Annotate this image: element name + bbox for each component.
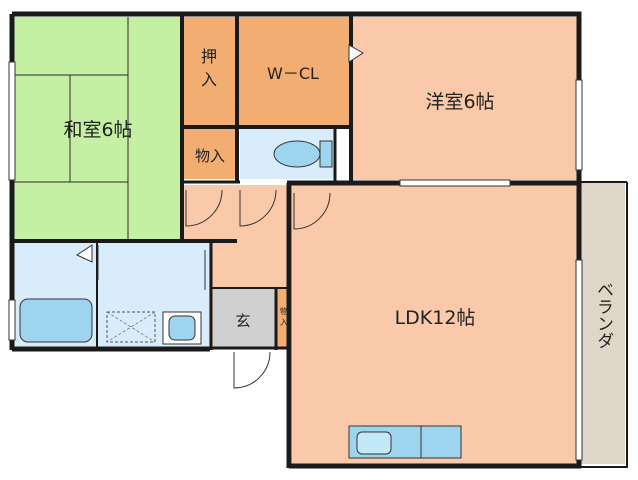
veranda [578, 182, 625, 464]
shower-drain-icon [106, 311, 156, 343]
bathtub-icon [19, 298, 93, 343]
veranda-label: ベランダ [593, 281, 613, 349]
genkan-label: 玄 [235, 312, 250, 330]
wcl-closet [238, 17, 349, 125]
monoire-closet [184, 129, 236, 179]
oshiire-label-2: 入 [201, 70, 217, 89]
monoire-label: 物入 [195, 147, 225, 165]
window-icon [8, 61, 583, 461]
small-storage-label-1: 物 [280, 306, 288, 316]
toilet-icon [273, 140, 333, 168]
small-storage-label-2: 入 [280, 318, 288, 327]
door-swing-icon [75, 44, 364, 389]
oshiire-label-1: 押 [201, 47, 217, 66]
youshitsu-label: 洋室6帖 [425, 91, 494, 113]
wcl-label: W－CL [267, 64, 319, 83]
ldk-label: LDK12帖 [395, 307, 476, 329]
washitsu-room [14, 17, 181, 239]
genkan-floor [213, 289, 275, 347]
tatami-lines [14, 17, 129, 239]
ldk-room [292, 185, 578, 467]
youshitsu-room [352, 17, 577, 180]
kitchen-sink-icon [348, 425, 462, 459]
washitsu-label: 和室6帖 [63, 119, 132, 141]
oshiire-closet [184, 17, 236, 125]
